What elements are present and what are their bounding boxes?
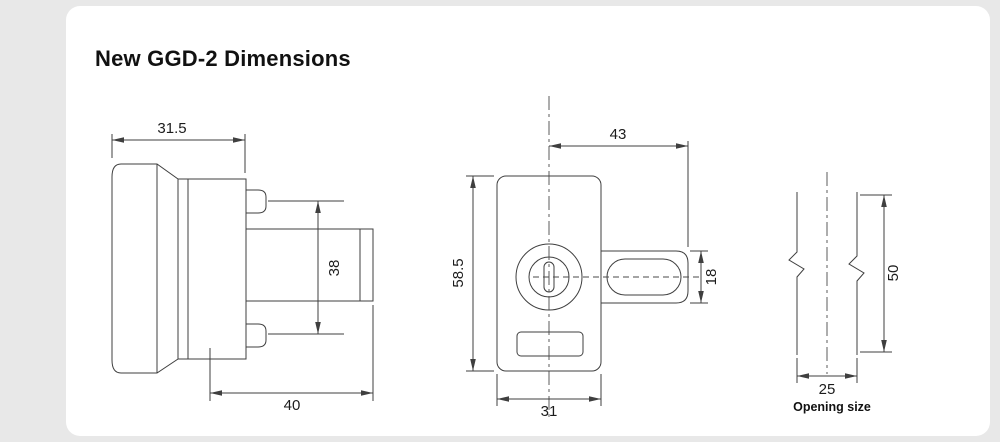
dim-opening-height-label: 50 — [885, 265, 902, 282]
dim-stem-height-label: 38 — [326, 260, 343, 277]
side-view — [111, 163, 374, 374]
opening-view-dimensions: 50 25 Opening size — [793, 194, 902, 414]
page-title: New GGD-2 Dimensions — [95, 46, 351, 71]
panel-edge-right-with-break — [848, 192, 865, 355]
dim-body-height-label: 58.5 — [450, 258, 467, 287]
front-view — [496, 96, 702, 418]
mount-plate-window — [516, 331, 584, 357]
lock-top-nub — [246, 189, 267, 214]
lock-head-outline — [111, 163, 179, 374]
dim-top-width-label: 31.5 — [157, 120, 186, 137]
opening-size-caption: Opening size — [793, 400, 871, 414]
dim-body-length-label: 40 — [284, 397, 301, 414]
dim-top-length-label: 43 — [610, 126, 627, 143]
lock-shaft — [245, 228, 374, 302]
lock-bottom-nub — [246, 323, 267, 348]
dim-shaft-width-label: 18 — [703, 269, 720, 286]
front-view-dimensions: 43 58.5 18 31 — [450, 126, 720, 420]
dim-body-width-label: 31 — [541, 403, 558, 420]
dim-opening-width-label: 25 — [819, 381, 836, 398]
panel-edge-left-with-break — [788, 192, 805, 355]
content-panel — [66, 6, 990, 436]
opening-view — [788, 172, 865, 374]
side-view-dimensions: 31.5 38 40 — [111, 120, 374, 414]
